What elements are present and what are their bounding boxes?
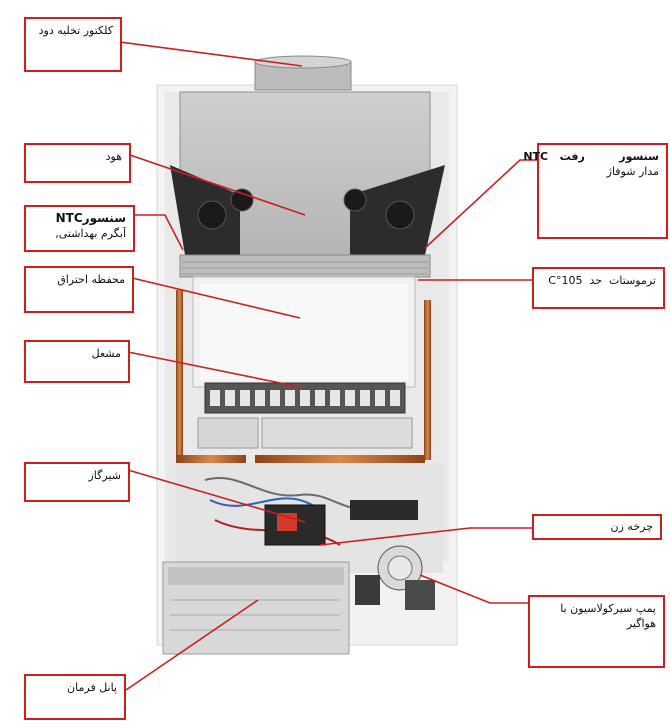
label-flue-collector-text: کلکتور تخلیه دود [38, 24, 113, 37]
control-panel [162, 561, 350, 655]
flue-outlet [254, 55, 352, 91]
hood [170, 91, 445, 256]
leader-flue [119, 41, 303, 67]
label-burner-text: مشعل [91, 347, 121, 360]
label-combustion-chamber-text: محفظه احتراق [57, 273, 125, 286]
label-ntc-dhw: سنسورNTC آبگرم بهداشتی, [24, 205, 135, 252]
label-ntc-heating: سنسور رفت NTC مدار شوفاژ [523, 143, 668, 239]
leader-ntc-dhw [133, 214, 184, 251]
label-circulation-pump: پمپ سیرکولاسیون با هواگیر [528, 595, 665, 668]
label-control-panel: پانل فرمان [24, 674, 126, 720]
label-flue-collector: کلکتور تخلیه دود [24, 17, 122, 72]
heat-exchanger [179, 254, 431, 278]
label-burner: مشعل [24, 340, 130, 383]
label-hood: هود [24, 143, 131, 183]
leader-hood [129, 154, 306, 216]
leader-burner [127, 351, 301, 388]
label-ntc-dhw-line2: آبگرم بهداشتی, [55, 227, 126, 240]
label-ntc-dhw-line1: سنسورNTC [55, 211, 126, 225]
label-thermostat: ترموستات حد 105°C [532, 267, 665, 309]
label-circulation-pump-text: پمپ سیرکولاسیون با هواگیر [560, 602, 656, 630]
label-control-panel-text: پانل فرمان [67, 681, 117, 694]
label-water-wheel: چرخه زن [532, 514, 662, 540]
circulation-pump [350, 500, 435, 610]
leader-control-panel [125, 599, 259, 691]
leader-pump [419, 574, 528, 604]
label-water-wheel-text: چرخه زن [610, 520, 653, 533]
copper-pipes [176, 290, 431, 463]
gas-valve [264, 504, 326, 546]
leader-combustion [131, 277, 301, 319]
label-ntc-heating-line1: سنسور رفت NTC [523, 150, 659, 163]
leader-lines [119, 41, 537, 691]
leader-ntc-heating [424, 159, 537, 249]
label-hood-text: هود [105, 150, 122, 163]
label-combustion-chamber: محفظه احتراق [24, 266, 134, 313]
leader-water-wheel [319, 527, 532, 546]
combustion-chamber [192, 276, 416, 388]
label-thermostat-text: ترموستات حد 105°C [548, 274, 656, 287]
label-gas-valve: شیرگاز [24, 462, 130, 502]
leader-gas-valve [127, 469, 306, 523]
label-ntc-heating-line2: مدار شوفاژ [606, 165, 659, 178]
burner [197, 382, 413, 449]
label-gas-valve-text: شیرگاز [88, 469, 121, 482]
